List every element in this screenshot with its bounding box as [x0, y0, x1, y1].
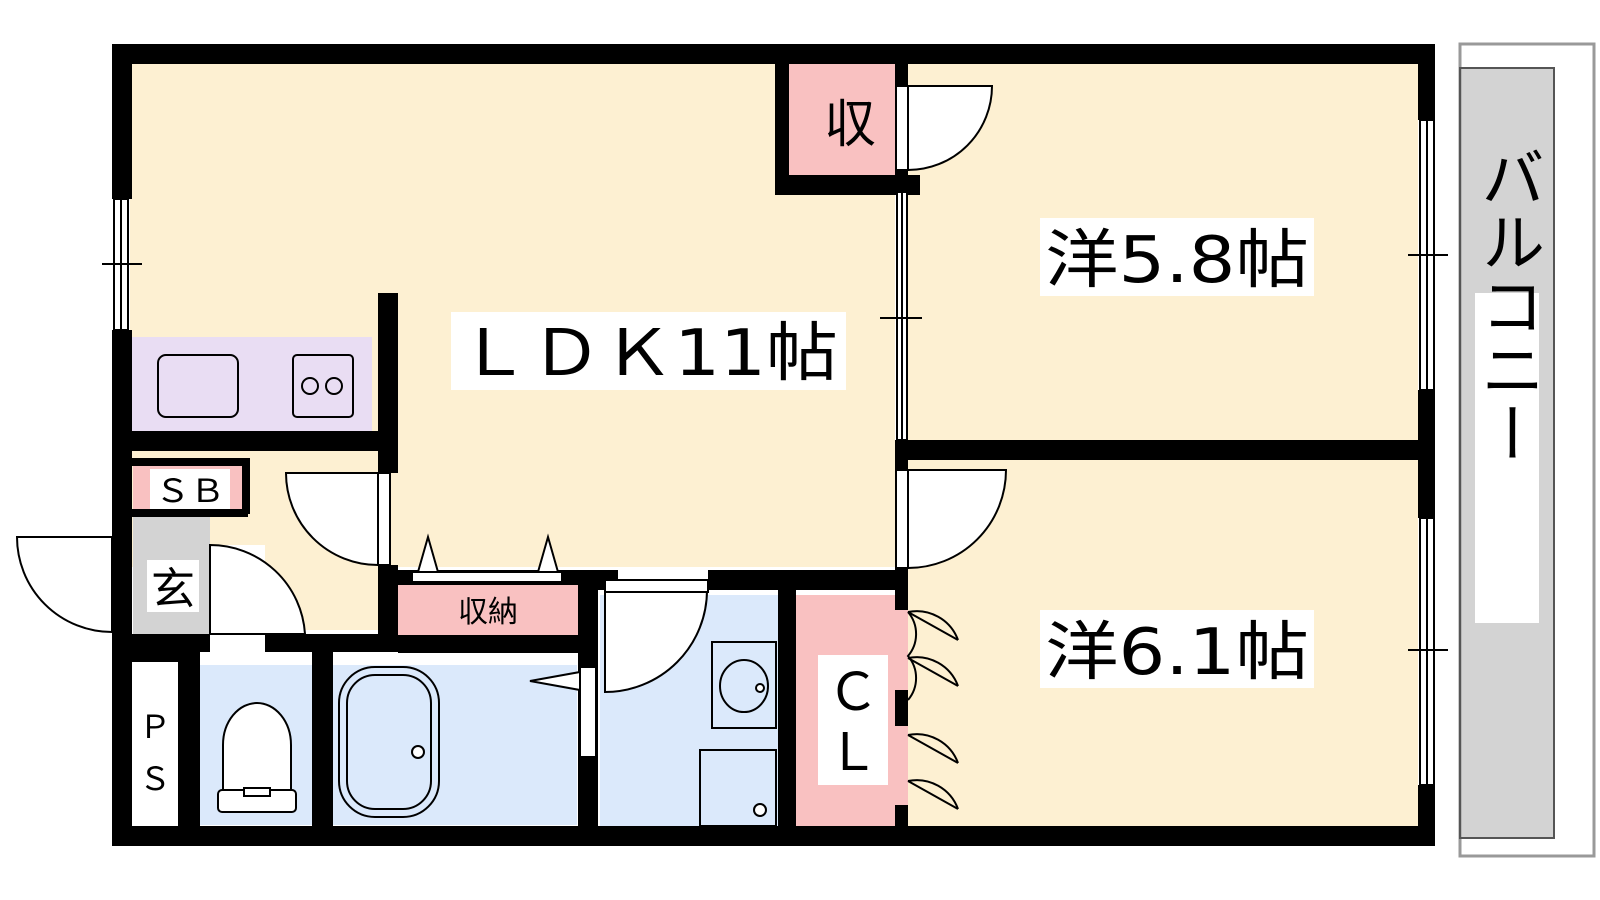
bath-room — [333, 665, 577, 825]
washing-machine-space — [699, 749, 777, 827]
ldk-label: ＬＤＫ11帖 — [458, 317, 838, 391]
storage-mid-doors — [411, 533, 563, 583]
wash-basin — [711, 641, 777, 729]
western-room-2-label: 洋6.1帖 — [1045, 616, 1309, 690]
toilet — [217, 702, 297, 813]
closet-label: Ｃ — [827, 663, 879, 723]
shower-fixture — [529, 670, 581, 692]
windows — [102, 119, 1448, 786]
doors — [15, 85, 1008, 810]
storage-top — [775, 62, 895, 175]
storage-mid — [398, 583, 578, 635]
entrance-label: 玄 — [151, 564, 195, 615]
pipe-space-label-p: Ｐ — [139, 708, 171, 746]
western-1-label-group: 洋5.8帖 — [1040, 218, 1314, 298]
pipe-space — [133, 665, 178, 825]
balcony-label-group: バルコニー — [1470, 145, 1544, 623]
storage-mid-label-group: 収納 — [458, 595, 518, 630]
western-2-label-group: 洋6.1帖 — [1040, 610, 1314, 690]
bathtub — [338, 666, 440, 818]
closet-label-2: Ｌ — [827, 723, 879, 783]
stove — [292, 354, 354, 418]
storage-mid-label: 収納 — [458, 595, 518, 630]
pipe-space-label-group: Ｐ Ｓ — [139, 708, 171, 798]
entrance-label-group: 玄 — [147, 560, 199, 615]
walls — [112, 44, 1435, 846]
ldk-label-group: ＬＤＫ11帖 — [451, 312, 846, 391]
balcony-label: バルコニー — [1470, 145, 1544, 465]
shoebox-label: ＳＢ — [155, 472, 225, 510]
kitchen-counter — [130, 337, 372, 431]
pipe-space-label-s: Ｓ — [139, 760, 171, 798]
closet-label-group: Ｃ Ｌ — [818, 655, 888, 785]
shoebox-label-group: ＳＢ — [150, 469, 230, 510]
kitchen-sink — [157, 354, 239, 418]
storage-top-label-group: 収 — [824, 95, 876, 155]
storage-top-label: 収 — [824, 95, 876, 155]
western-room-1-label: 洋5.8帖 — [1045, 224, 1309, 298]
